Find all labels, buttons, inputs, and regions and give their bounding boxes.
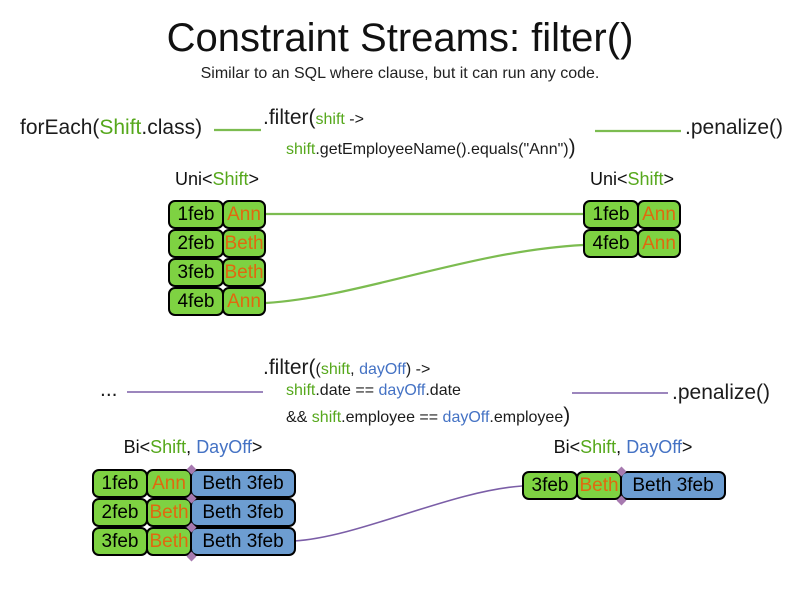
- cond2-end: .employee: [489, 409, 564, 426]
- foreach-class: Shift: [99, 116, 142, 139]
- source-dots: ...: [100, 378, 118, 401]
- bi-label-right: Bi<Shift, DayOff>: [522, 437, 724, 458]
- penalize2: .penalize(): [672, 381, 771, 404]
- filter1-body-var: shift: [286, 141, 316, 158]
- shift-employee-cell: Ann: [222, 287, 266, 316]
- shift-employee-cell: Beth: [146, 527, 192, 556]
- bi-left-suffix: >: [251, 437, 263, 457]
- filter2-close-paren-inner: ): [405, 361, 412, 378]
- bi-row: 3feb Beth Beth 3feb: [522, 471, 726, 500]
- filter2-separator: ,: [350, 361, 360, 378]
- shift-employee-cell: Beth: [222, 258, 266, 287]
- shift-date-cell: 1feb: [92, 469, 148, 498]
- filter2-param1: shift: [320, 361, 351, 378]
- shift-row: 2feb Beth: [168, 229, 266, 258]
- filter1-param: shift: [315, 111, 345, 128]
- shift-date-cell: 4feb: [583, 229, 639, 258]
- bi-right-prefix: Bi<: [553, 437, 581, 457]
- shift-date-cell: 1feb: [168, 200, 224, 229]
- uni-left-prefix: Uni<: [174, 169, 213, 189]
- green-connector-row4: [265, 243, 584, 305]
- dayoff-pair-cell: Beth 3feb: [190, 527, 296, 556]
- uni-right-suffix: >: [663, 169, 675, 189]
- filter2-cond2: && shift.employee == dayOff.employee): [286, 404, 570, 428]
- shift-date-cell: 1feb: [583, 200, 639, 229]
- foreach-suffix: .class): [141, 116, 203, 139]
- filter1-body-text: .getEmployeeName().equals("Ann"): [315, 141, 569, 158]
- filter2-arrow: ->: [411, 361, 431, 378]
- shift-employee-cell: Beth: [222, 229, 266, 258]
- filter2-close-paren: ): [563, 404, 571, 427]
- cond1-var1: shift: [286, 382, 316, 399]
- shift-row: 3feb Beth: [168, 258, 266, 287]
- shift-employee-cell: Ann: [637, 200, 681, 229]
- bi-row: 3feb Beth Beth 3feb: [92, 527, 296, 556]
- shift-row: 4feb Ann: [583, 229, 681, 258]
- cond2-var2: dayOff: [442, 409, 490, 426]
- penalize1: .penalize(): [685, 116, 784, 139]
- dayoff-pair-cell: Beth 3feb: [620, 471, 726, 500]
- shift-employee-cell: Beth: [576, 471, 622, 500]
- shift-date-cell: 3feb: [168, 258, 224, 287]
- bi-left-prefix: Bi<: [123, 437, 151, 457]
- uni-left-suffix: >: [248, 169, 260, 189]
- filter1-head: .filter(shift ->: [263, 106, 364, 130]
- shift-employee-cell: Ann: [146, 469, 192, 498]
- shift-date-cell: 2feb: [92, 498, 148, 527]
- uni-label-left: Uni<Shift>: [168, 169, 266, 190]
- shift-date-cell: 2feb: [168, 229, 224, 258]
- dayoff-pair-cell: Beth 3feb: [190, 498, 296, 527]
- filter2-open-paren: (: [315, 361, 321, 378]
- uni-right-prefix: Uni<: [589, 169, 628, 189]
- bi-label-left: Bi<Shift, DayOff>: [92, 437, 294, 458]
- bi-left-type2: DayOff: [196, 437, 252, 457]
- filter1-close-paren: ): [568, 136, 576, 159]
- bi-right-suffix: >: [681, 437, 693, 457]
- filter2-cond1: shift.date == dayOff.date: [286, 382, 461, 400]
- cond1-end: .date: [425, 382, 461, 399]
- shift-date-cell: 3feb: [522, 471, 578, 500]
- shift-row: 1feb Ann: [168, 200, 266, 229]
- foreach-expression: forEach(Shift.class): [20, 116, 202, 140]
- page-title: Constraint Streams: filter(): [166, 16, 634, 60]
- cond2-var1: shift: [311, 409, 342, 426]
- shift-employee-cell: Ann: [222, 200, 266, 229]
- dayoff-pair-cell: Beth 3feb: [190, 469, 296, 498]
- filter1-body: shift.getEmployeeName().equals("Ann")): [286, 136, 576, 160]
- bi-left-type1: Shift: [150, 437, 187, 457]
- shift-row: 4feb Ann: [168, 287, 266, 316]
- shift-date-cell: 3feb: [92, 527, 148, 556]
- purple-connector-bi-row: [293, 485, 523, 542]
- filter2-head: .filter((shift, dayOff) ->: [263, 356, 430, 380]
- filter2-keyword: .filter(: [263, 356, 316, 379]
- filter2-param2: dayOff: [359, 361, 406, 378]
- shift-date-cell: 4feb: [168, 287, 224, 316]
- cond2-mid: .employee ==: [341, 409, 443, 426]
- bi-right-type2: DayOff: [626, 437, 682, 457]
- uni-left-type: Shift: [212, 169, 249, 189]
- bi-row: 2feb Beth Beth 3feb: [92, 498, 296, 527]
- cond1-var2: dayOff: [378, 382, 426, 399]
- shift-employee-cell: Ann: [637, 229, 681, 258]
- shift-employee-cell: Beth: [146, 498, 192, 527]
- filter1-arrow: ->: [344, 111, 364, 128]
- bi-right-type1: Shift: [580, 437, 617, 457]
- uni-right-type: Shift: [627, 169, 664, 189]
- page-subtitle: Similar to an SQL where clause, but it c…: [200, 65, 600, 82]
- cond2-prefix: &&: [286, 409, 312, 426]
- foreach-prefix: forEach(: [20, 116, 100, 139]
- filter1-keyword: .filter(: [263, 106, 316, 129]
- uni-label-right: Uni<Shift>: [583, 169, 681, 190]
- bi-right-sep: ,: [616, 437, 627, 457]
- bi-row: 1feb Ann Beth 3feb: [92, 469, 296, 498]
- cond1-mid: .date ==: [315, 382, 379, 399]
- shift-row: 1feb Ann: [583, 200, 681, 229]
- bi-left-sep: ,: [186, 437, 197, 457]
